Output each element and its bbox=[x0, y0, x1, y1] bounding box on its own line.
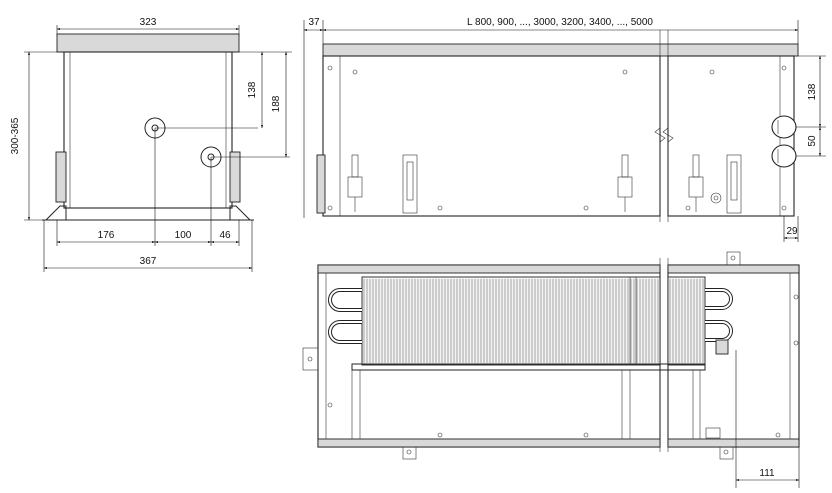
dim-50: 50 bbox=[807, 135, 818, 147]
pipe-bends-right bbox=[705, 288, 733, 355]
dim-29: 29 bbox=[786, 226, 798, 237]
plan-view: 111 bbox=[302, 251, 800, 488]
dim-height-range: 300-365 bbox=[10, 117, 21, 154]
dim-100: 100 bbox=[175, 230, 192, 241]
dim-total-width: 367 bbox=[140, 256, 157, 267]
dim-138-side: 138 bbox=[247, 81, 258, 98]
pipe-connector-upper-front bbox=[771, 115, 797, 139]
dim-111: 111 bbox=[759, 468, 775, 479]
front-view: 37 L 800, 900, ..., 3000, 3200, 3400, ..… bbox=[303, 17, 826, 242]
dim-top-width: 323 bbox=[140, 17, 157, 28]
dim-188: 188 bbox=[271, 95, 282, 112]
dim-offset-37: 37 bbox=[308, 17, 320, 28]
pipe-bends-left bbox=[328, 288, 362, 344]
dim-46: 46 bbox=[219, 230, 231, 241]
dim-176: 176 bbox=[98, 230, 115, 241]
heat-exchanger bbox=[351, 276, 706, 371]
side-view: 323 300-365 138 188 176 100 46 367 bbox=[10, 17, 292, 272]
dim-138-front: 138 bbox=[807, 83, 818, 100]
dim-length: L 800, 900, ..., 3000, 3200, 3400, ..., … bbox=[467, 17, 653, 28]
pipe-connector-lower-front bbox=[771, 144, 797, 168]
valve-icon bbox=[710, 192, 722, 204]
